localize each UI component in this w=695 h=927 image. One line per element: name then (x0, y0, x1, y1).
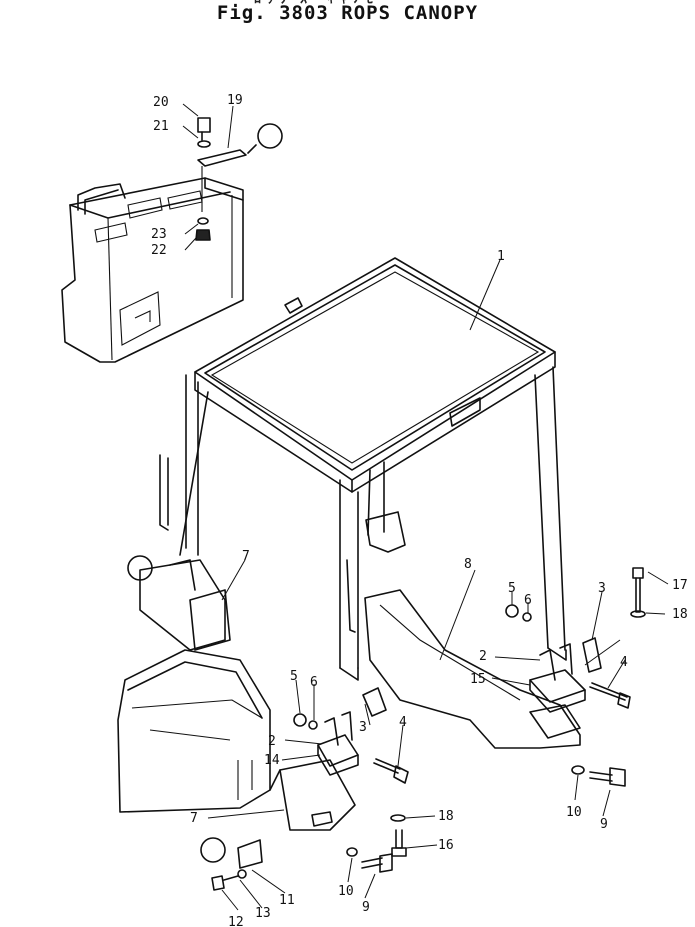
callout-2: 2 (268, 734, 276, 749)
canopy-frame (127, 257, 567, 681)
callout-21: 21 (153, 119, 169, 134)
callout-10: 10 (338, 884, 354, 899)
upper-mirror-assembly (182, 103, 283, 251)
callout-3: 3 (359, 720, 367, 735)
figure-subtitle-glyphs: ﾛｯﾌﾟｽ ｷｬﾉﾋﾟｰ (254, 0, 399, 8)
mount-plate-15 (529, 643, 586, 713)
callout-7: 7 (190, 811, 198, 826)
callout-19: 19 (227, 93, 243, 108)
callout-2: 2 (479, 649, 487, 664)
callout-5: 5 (290, 669, 298, 684)
engine-cover (117, 649, 271, 813)
callout-10: 10 (566, 805, 582, 820)
hardware (211, 567, 646, 891)
mount-plate-14 (317, 711, 359, 776)
callout-8: 8 (464, 557, 472, 572)
callout-4: 4 (399, 715, 407, 730)
figure-title-text: Fig. 3803 ROPS CANOPY (216, 2, 479, 24)
callout-18: 18 (672, 607, 688, 622)
lower-bracket (200, 759, 356, 869)
callout-6: 6 (524, 593, 532, 608)
callout-9: 9 (362, 900, 370, 915)
callout-22: 22 (151, 243, 167, 258)
leader-lines (207, 259, 669, 911)
callout-9: 9 (600, 817, 608, 832)
callout-labels: 1 2 2 3 3 4 4 5 5 6 6 7 7 8 9 9 10 10 11… (151, 93, 688, 927)
callout-11: 11 (279, 893, 295, 908)
callout-14: 14 (264, 753, 280, 768)
callout-12: 12 (228, 915, 244, 927)
callout-20: 20 (153, 95, 169, 110)
callout-13: 13 (255, 906, 271, 921)
callout-5: 5 (508, 581, 516, 596)
callout-3: 3 (598, 581, 606, 596)
callout-16: 16 (438, 838, 454, 853)
callout-18: 18 (438, 809, 454, 824)
figure-title: ﾛｯﾌﾟｽ ｷｬﾉﾋﾟｰ Fig. 3803 ROPS CANOPY (0, 0, 695, 24)
callout-6: 6 (310, 675, 318, 690)
callout-1: 1 (497, 249, 505, 264)
callout-7: 7 (242, 549, 250, 564)
callout-23: 23 (151, 227, 167, 242)
callout-4: 4 (620, 655, 628, 670)
callout-17: 17 (672, 578, 688, 593)
mounting-bar (364, 589, 581, 749)
fuel-tank (61, 177, 244, 363)
callout-15: 15 (470, 672, 486, 687)
